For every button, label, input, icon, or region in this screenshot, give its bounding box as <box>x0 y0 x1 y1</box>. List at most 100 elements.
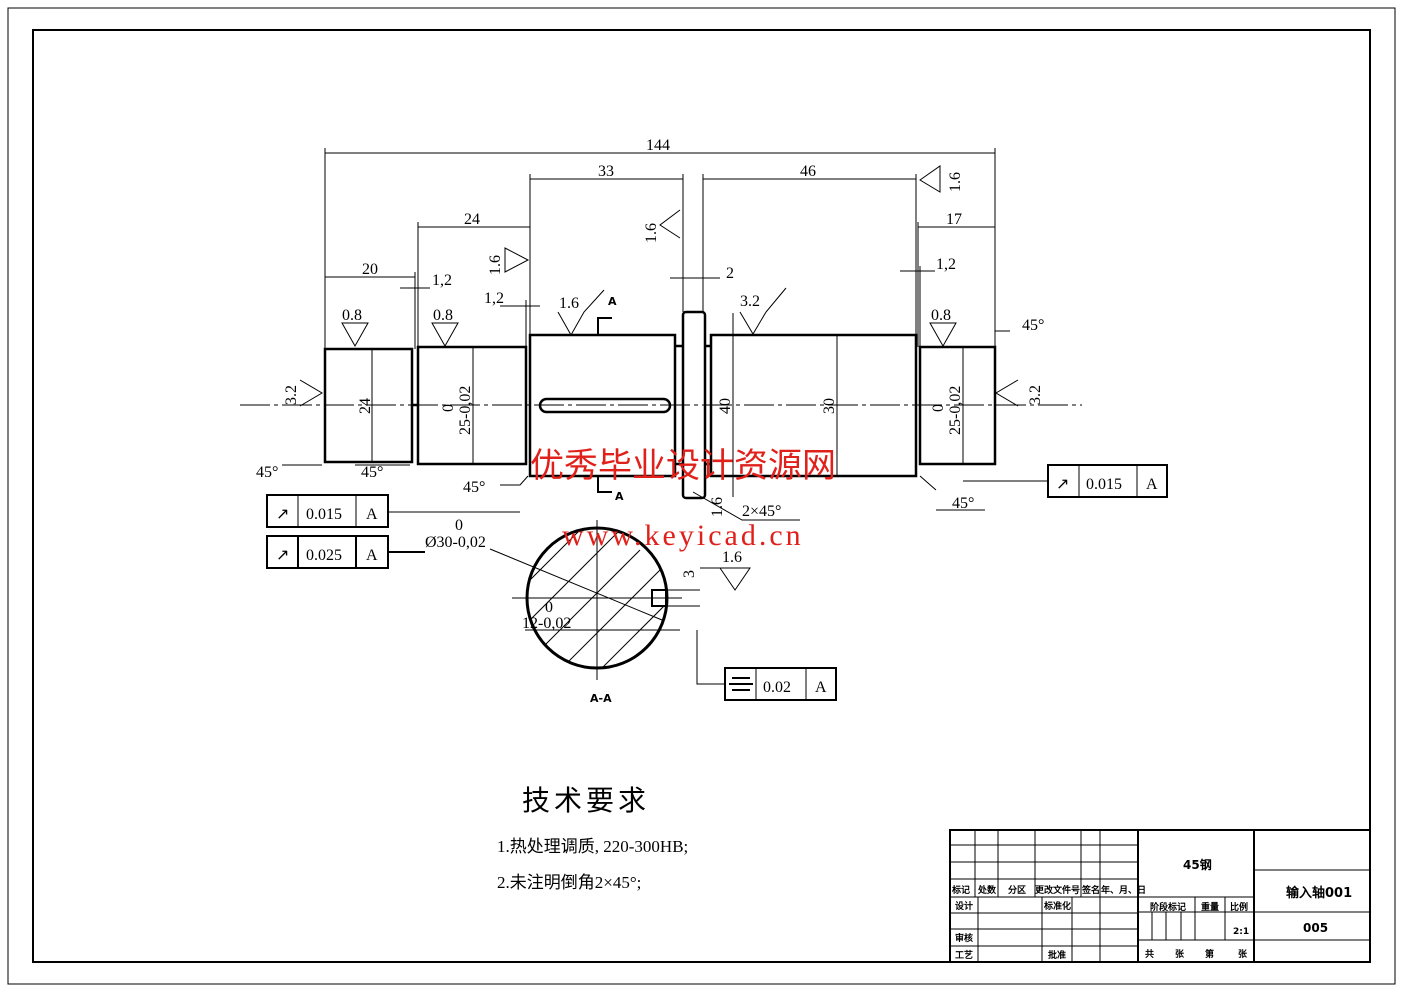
svg-text:↗: ↗ <box>276 506 289 523</box>
svg-text:设计: 设计 <box>955 900 973 912</box>
svg-text:1.6: 1.6 <box>947 172 964 192</box>
dim-dia-25: 25-0,02 <box>457 386 474 435</box>
dim-1-2: 1,2 <box>484 290 504 307</box>
svg-text:↗: ↗ <box>1056 476 1069 493</box>
chamfer-label: 45° <box>256 464 278 481</box>
svg-text:处数: 处数 <box>977 884 997 896</box>
runout-frame-2: ↗ 0.025 A <box>266 535 425 569</box>
watermark: 优秀毕业设计资源网 <box>530 447 836 485</box>
runout-frame-1: ↗ 0.015 A <box>266 494 520 528</box>
svg-text:共: 共 <box>1145 948 1154 960</box>
symmetry-frame: 0.02 A <box>696 630 837 701</box>
dim-46: 46 <box>800 163 816 180</box>
dim-dia-25: 25-0,02 <box>947 386 964 435</box>
chamfer-label: 45° <box>1022 317 1044 334</box>
dim-dia-24: 24 <box>357 398 374 414</box>
section-mark-label: A <box>615 490 624 503</box>
shaft-segment-3 <box>528 333 677 478</box>
svg-text:重量: 重量 <box>1201 901 1219 913</box>
dim-dia-40: 40 <box>717 398 734 414</box>
svg-text:1.6: 1.6 <box>643 223 660 243</box>
shaft-segment-5 <box>918 345 997 466</box>
material: 45钢 <box>1183 857 1212 872</box>
svg-text:0.8: 0.8 <box>342 307 362 324</box>
svg-text:标记: 标记 <box>951 884 970 896</box>
svg-text:张: 张 <box>1175 948 1185 960</box>
svg-text:0.8: 0.8 <box>931 307 951 324</box>
svg-text:A: A <box>815 679 827 696</box>
section-view: Ø30-0,02 0 12-0,02 0 3 A-A <box>425 517 700 705</box>
svg-text:分区: 分区 <box>1008 884 1026 896</box>
dimension-texts: 144 33 46 24 17 20 1,2 1,2 1,2 2 24 25-0… <box>256 137 1044 521</box>
shaft-segment-4 <box>709 333 918 478</box>
drawing-frame <box>32 29 1371 963</box>
svg-text:工艺: 工艺 <box>955 949 973 961</box>
svg-text:A: A <box>1146 476 1158 493</box>
dim-1-2: 1,2 <box>936 256 956 273</box>
dim-1-2: 1,2 <box>432 272 452 289</box>
svg-text:2:1: 2:1 <box>1233 927 1249 937</box>
svg-text:1.6: 1.6 <box>559 295 579 312</box>
part-name: 输入轴001 <box>1286 885 1352 901</box>
tech-item: 1.热处理调质, 220-300HB; <box>497 837 688 856</box>
svg-text:3.2: 3.2 <box>740 293 760 310</box>
svg-text:0.015: 0.015 <box>306 506 342 523</box>
svg-text:A: A <box>366 506 378 523</box>
svg-text:A: A <box>366 547 378 564</box>
svg-text:第: 第 <box>1205 948 1214 960</box>
svg-text:1.6: 1.6 <box>487 255 504 275</box>
shaft-collar <box>681 310 707 500</box>
svg-text:0: 0 <box>440 404 457 412</box>
svg-text:3.2: 3.2 <box>283 385 300 405</box>
svg-text:0.02: 0.02 <box>763 679 791 696</box>
dim-33: 33 <box>598 163 614 180</box>
svg-text:标准化: 标准化 <box>1043 900 1071 912</box>
svg-text:3.2: 3.2 <box>1027 385 1044 405</box>
svg-text:0: 0 <box>930 404 947 412</box>
svg-text:阶段标记: 阶段标记 <box>1150 901 1186 913</box>
tech-item: 2.未注明倒角2×45°; <box>497 873 641 892</box>
roughness-texts: 0.8 0.8 1.6 3.2 0.8 3.2 3.2 1.6 1.6 1.6 … <box>283 172 1044 566</box>
chamfer-label: 45° <box>463 479 485 496</box>
svg-text:0: 0 <box>455 517 463 534</box>
section-marks <box>597 317 612 493</box>
svg-text:张: 张 <box>1238 948 1248 960</box>
svg-text:1.6: 1.6 <box>722 549 742 566</box>
keyway-slot <box>538 397 672 414</box>
svg-text:↗: ↗ <box>276 547 289 564</box>
svg-text:0.015: 0.015 <box>1086 476 1122 493</box>
tech-title: 技术要求 <box>522 785 650 817</box>
technical-requirements: 技术要求 1.热处理调质, 220-300HB; 2.未注明倒角2×45°; <box>497 785 688 892</box>
svg-text:审核: 审核 <box>955 932 973 944</box>
section-label: A-A <box>590 692 612 705</box>
svg-text:1.6: 1.6 <box>709 497 726 517</box>
svg-text:0.025: 0.025 <box>306 547 342 564</box>
chamfer-label: 2×45° <box>742 503 781 520</box>
svg-text:0.8: 0.8 <box>433 307 453 324</box>
dim-20: 20 <box>362 261 378 278</box>
dim-2: 2 <box>726 265 734 282</box>
svg-text:比例: 比例 <box>1230 901 1248 913</box>
extension-lines <box>324 148 996 497</box>
runout-frame-3: ↗ 0.015 A <box>963 464 1168 498</box>
svg-text:更改文件号: 更改文件号 <box>1035 884 1080 896</box>
dim-section-dia: Ø30-0,02 <box>425 534 486 551</box>
dim-key-depth: 3 <box>681 570 698 578</box>
svg-text:批准: 批准 <box>1048 949 1066 961</box>
dim-24: 24 <box>464 211 480 228</box>
roughness-symbols <box>299 165 1019 591</box>
svg-text:0: 0 <box>545 599 553 616</box>
shaft-main-view: A A <box>240 295 1082 503</box>
dim-dia-30: 30 <box>821 398 838 414</box>
section-mark-label: A <box>608 295 617 308</box>
sheet-border <box>7 7 1396 985</box>
svg-text:年、月、日: 年、月、日 <box>1101 884 1146 896</box>
svg-text:签名: 签名 <box>1081 884 1100 896</box>
dim-144: 144 <box>646 137 670 154</box>
part-code: 005 <box>1303 921 1328 935</box>
watermark-url: www.keyicad.cn <box>562 519 804 552</box>
dim-key-width: 12-0,02 <box>522 615 571 632</box>
title-block: 标记处数分区更改文件号签名年、月、日 设计 标准化 审核工艺 批准 阶段标记 重量比例… <box>949 829 1371 963</box>
